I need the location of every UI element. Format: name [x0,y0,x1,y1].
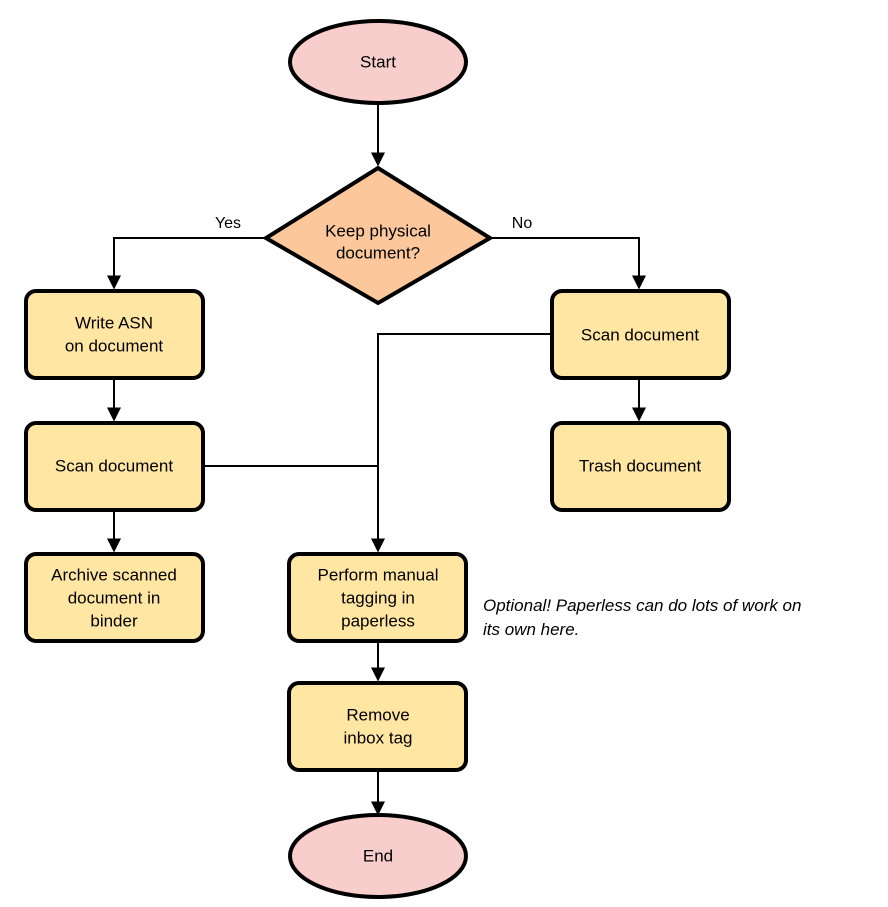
start-ellipse[interactable] [288,19,468,105]
archive-label-line3: binder [90,611,138,630]
edge-label-yes: Yes [215,215,241,232]
node-scan-document-left[interactable]: Scan document [24,421,205,512]
node-perform-manual-tagging[interactable]: Perform manual tagging in paperless [287,552,468,643]
scan-document-right-label: Scan document [581,325,699,344]
node-decision-keep-physical-document[interactable]: Keep physical document? [262,165,494,306]
tagging-box[interactable] [287,552,468,643]
remove-inbox-label-line1: Remove [346,705,409,724]
node-end[interactable]: End [288,813,468,899]
tagging-label-line1: Perform manual [318,565,439,584]
node-write-asn-on-document[interactable]: Write ASN on document [24,289,205,380]
end-label: End [363,846,393,865]
start-label: Start [360,52,396,71]
archive-box[interactable] [24,552,205,643]
node-trash-document[interactable]: Trash document [550,421,731,512]
annotation-line2: its own here. [483,620,579,639]
annotation-note: Optional! Paperless can do lots of work … [483,596,801,639]
tagging-label-line3: paperless [341,611,415,630]
decision-diamond[interactable] [262,165,494,306]
remove-inbox-tag-box[interactable] [287,681,468,772]
decision-label-line1: Keep physical [325,221,431,240]
node-remove-inbox-tag[interactable]: Remove inbox tag [287,681,468,772]
scan-document-left-box[interactable] [24,421,205,512]
node-scan-document-right[interactable]: Scan document [550,289,731,380]
connectors [107,103,646,816]
decision-label-line2: document? [336,243,420,262]
scan-document-left-label: Scan document [55,456,173,475]
scan-document-right-box[interactable] [550,289,731,380]
write-asn-box[interactable] [24,289,205,380]
remove-inbox-label-line2: inbox tag [344,728,413,747]
edge-decision-yes-to-write-asn [107,237,265,290]
archive-label-line2: document in [68,588,161,607]
archive-label-line1: Archive scanned [51,565,177,584]
trash-document-label: Trash document [579,456,701,475]
write-asn-label-line2: on document [65,336,164,355]
tagging-label-line2: tagging in [341,588,415,607]
edge-scan-right-to-tagging [371,333,552,553]
node-start[interactable]: Start [288,19,468,105]
end-ellipse[interactable] [288,813,468,899]
edge-decision-no-to-scan-right [490,237,646,290]
node-archive-scanned-document[interactable]: Archive scanned document in binder [24,552,205,643]
edge-label-no: No [512,215,533,232]
annotation-line1: Optional! Paperless can do lots of work … [483,596,801,615]
trash-document-box[interactable] [550,421,731,512]
write-asn-label-line1: Write ASN [75,313,153,332]
